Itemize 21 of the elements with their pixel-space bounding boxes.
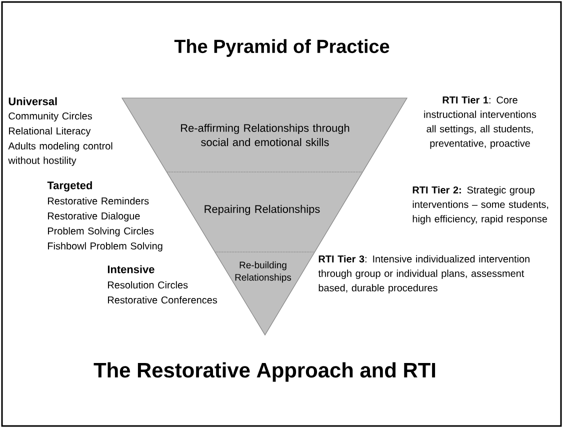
text-label: Restorative Dialogue <box>48 212 140 222</box>
pyramid-band: Re-affirming Relationships through social and emotional skills <box>122 98 407 172</box>
group-heading: Universal <box>8 97 57 106</box>
node-label: Repairing Relationships <box>204 204 320 216</box>
text-label: RTI Tier 3: Intensive individualized intervention through group or individual plans, assessment based, durable procedures <box>318 255 530 294</box>
text-label: Community Circles <box>8 112 92 122</box>
node-label: Re-building Relationships <box>235 261 292 283</box>
pyramid-band: Repairing Relationships <box>166 172 363 252</box>
text-label: Restorative Conferences <box>108 296 218 304</box>
text-label: Resolution Circles <box>108 281 188 288</box>
text-label: Restorative Reminders <box>48 197 149 204</box>
text-label: Problem Solving Circles <box>48 227 154 236</box>
caption: The Restorative Approach and RTI <box>94 362 436 382</box>
text-label: Relational Literacy <box>9 127 91 136</box>
group-heading: Intensive <box>108 265 154 274</box>
group-heading: Targeted <box>47 181 92 192</box>
title: The Pyramid of Practice <box>174 39 390 57</box>
text-label: Adults modeling control without hostility <box>8 142 112 166</box>
text-label: RTI Tier 1: Core instructional interventions all settings, all students, preventative, proactive <box>424 96 536 149</box>
node-label: Re-affirming Relationships through social and emotional skills <box>181 124 350 146</box>
text-label: RTI Tier 2: Strategic group interventions – some students, high efficiency, rapid response <box>412 186 548 224</box>
